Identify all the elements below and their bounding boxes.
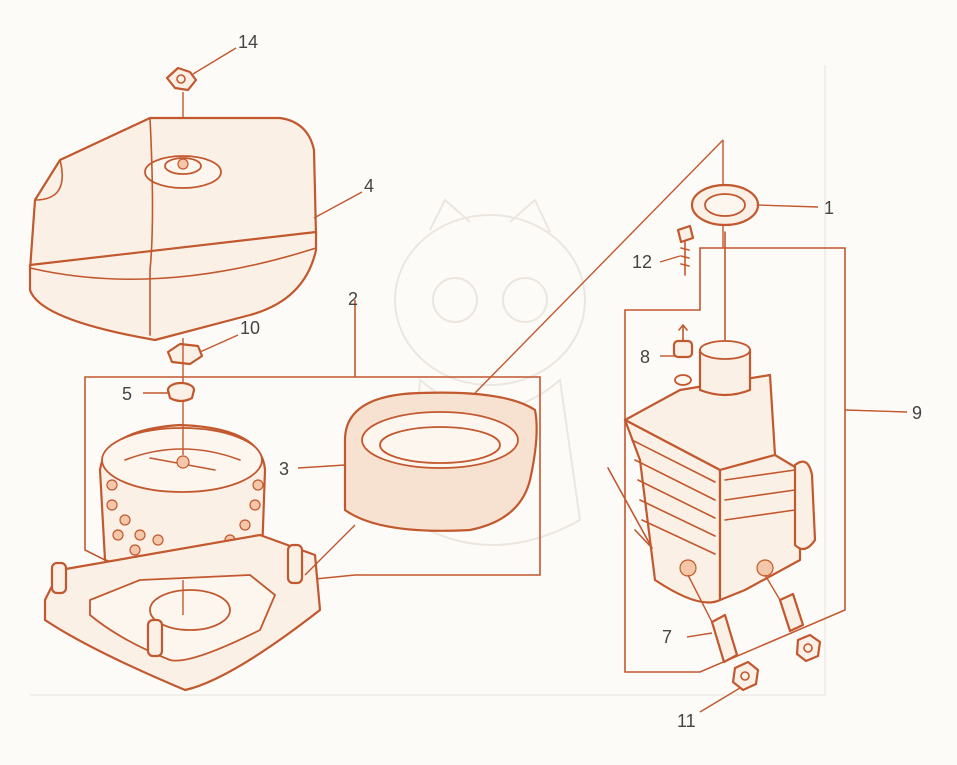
callout-7: 7 xyxy=(662,627,672,647)
part-11-nut-right xyxy=(795,633,822,663)
part-10-wing-nut xyxy=(166,338,204,395)
watermark-mascot xyxy=(394,198,586,546)
callout-14: 14 xyxy=(238,32,258,52)
callout-9: 9 xyxy=(912,403,922,423)
leader-lines xyxy=(143,47,908,713)
part-4-cover xyxy=(28,116,318,342)
callout-10: 10 xyxy=(240,318,260,338)
part-base xyxy=(43,524,356,692)
part-3-foam-element xyxy=(343,391,538,532)
part-1-gasket xyxy=(690,183,760,227)
callout-1: 1 xyxy=(824,198,834,218)
group-frame-9 xyxy=(624,247,846,673)
callout-8: 8 xyxy=(640,347,650,367)
part-7-stud-left xyxy=(687,574,739,664)
part-12-bolt xyxy=(676,224,695,276)
part-filter-canister xyxy=(98,402,267,575)
part-11-nut-left xyxy=(731,660,760,692)
part-9-elbow-body xyxy=(607,231,817,604)
callout-4: 4 xyxy=(364,176,374,196)
callout-11: 11 xyxy=(677,711,696,731)
part-8-collar xyxy=(672,324,694,386)
callout-5: 5 xyxy=(122,384,132,404)
leader-1-to-element xyxy=(474,139,724,394)
callout-12: 12 xyxy=(632,252,652,272)
part-5-grommet xyxy=(166,381,196,403)
part-7-stud-right xyxy=(764,574,805,633)
callout-3: 3 xyxy=(279,459,289,479)
callout-2: 2 xyxy=(348,289,358,309)
